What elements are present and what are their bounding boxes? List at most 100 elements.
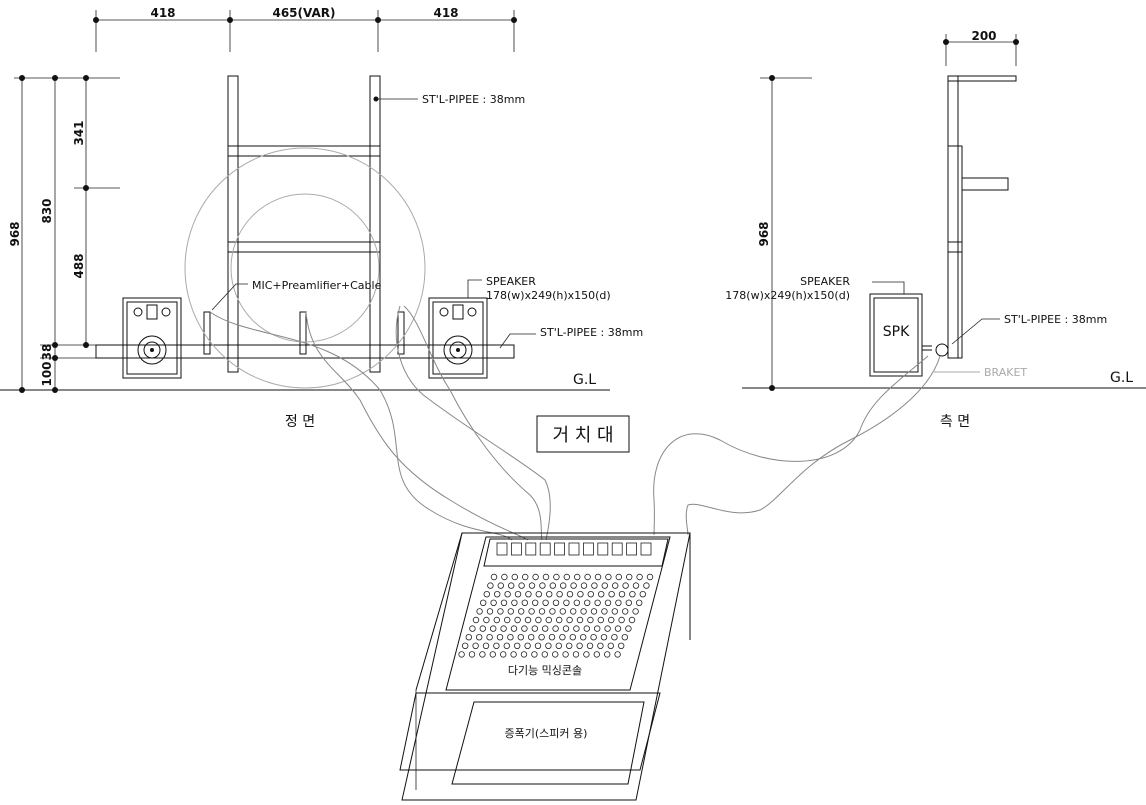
- mixer-knob: [618, 591, 626, 598]
- mixer-knob: [479, 625, 486, 632]
- side-middle-arm: [961, 177, 1009, 191]
- leader-speaker: [467, 279, 482, 298]
- mixer-knob: [601, 608, 608, 615]
- mixer-knob: [625, 625, 632, 632]
- crossbar-top: [227, 145, 381, 157]
- mixer-knob: [594, 625, 601, 632]
- mixer-knob: [560, 582, 567, 589]
- mixer-knob: [535, 591, 542, 598]
- mixer-knob: [614, 651, 621, 658]
- mixer-knob: [584, 599, 591, 606]
- mixer-knob: [522, 573, 529, 581]
- mixer-knob: [597, 642, 604, 649]
- mixer-knob: [625, 599, 632, 606]
- side-speaker-size: 178(w)x249(h)x150(d): [725, 289, 850, 302]
- mixer-knob: [618, 642, 625, 649]
- mixer-knob: [562, 625, 570, 632]
- mixer-knob: [500, 625, 507, 632]
- mixer-knob: [497, 608, 504, 615]
- dim-node: [375, 17, 381, 23]
- mixer-knob: [503, 642, 510, 649]
- mixer-knob: [605, 573, 612, 581]
- mixer-knob: [504, 616, 511, 624]
- dim-341: 341: [72, 120, 86, 145]
- mixer-knob: [476, 608, 483, 615]
- mixer-knob: [590, 634, 597, 641]
- mixer-knob: [587, 616, 594, 624]
- mixer-knob: [636, 573, 643, 581]
- mixer-knob: [494, 591, 501, 598]
- mixer-knob: [532, 573, 539, 581]
- dim-node: [52, 342, 58, 348]
- mixer-knob: [534, 642, 542, 649]
- mixer-knob: [628, 616, 636, 624]
- dim-node: [52, 75, 58, 81]
- cable-coil-inner: [230, 193, 380, 343]
- mixer-knob: [591, 582, 598, 589]
- mixer-knob: [639, 591, 646, 598]
- cable-coil: [184, 147, 426, 389]
- left-post: [227, 75, 239, 373]
- mixer-knob: [524, 616, 532, 624]
- mixer-knob: [636, 599, 643, 606]
- dim-front-left: 418: [150, 6, 175, 20]
- mixer-knob: [615, 573, 622, 581]
- mixer-fader-strip: [483, 538, 669, 567]
- mixer-knob: [580, 634, 587, 641]
- mixer-knob: [520, 651, 528, 658]
- front-pipe-label-bottom: ST'L-PIPEE : 38mm: [540, 326, 643, 339]
- mixer-knob: [597, 616, 604, 624]
- mixer-knob: [476, 634, 483, 641]
- mixer-knob: [545, 642, 552, 649]
- mixer-knob: [532, 599, 539, 606]
- mixer-knob: [611, 634, 618, 641]
- mixer-knob: [542, 573, 550, 581]
- mixer-knob: [552, 599, 560, 606]
- dim-488: 488: [72, 253, 86, 278]
- mixer-knob: [483, 591, 490, 598]
- mixer-knob: [517, 634, 524, 641]
- mixer-knob: [500, 651, 507, 658]
- mic-holder: [203, 311, 211, 355]
- mixer-knob: [497, 582, 504, 589]
- mixer-knob: [555, 642, 562, 649]
- front-speaker-right: [428, 297, 488, 379]
- mixer-knob: [612, 582, 619, 589]
- mixer-knob: [480, 599, 487, 606]
- mixer-knob: [510, 651, 517, 658]
- mixer-knob: [538, 608, 546, 615]
- mixer-knob: [514, 616, 521, 624]
- console-assembly: 다기능 믹싱콘솔 증폭기(스피커 용): [399, 532, 691, 801]
- mixer-slot: [611, 542, 623, 556]
- mixer-knob: [622, 608, 629, 615]
- mixer-knob: [586, 642, 594, 649]
- side-caption: 측 면: [940, 414, 970, 430]
- mixer-knob: [483, 616, 490, 624]
- mixer-knob: [510, 625, 518, 632]
- mixer-knob: [493, 642, 500, 649]
- mixer-knob: [604, 625, 611, 632]
- mixer-knob: [570, 582, 577, 589]
- front-speaker-size: 178(w)x249(h)x150(d): [486, 289, 611, 302]
- mixer-knob: [490, 573, 498, 581]
- mixer-knob: [577, 591, 584, 598]
- mixer-knob: [528, 608, 535, 615]
- mixer-knob: [531, 651, 538, 658]
- side-view: 200 968 G.L SPK SPEAKER 178(w)x249(h)x15…: [725, 29, 1146, 430]
- leader-mic: [211, 283, 248, 311]
- mixer-knob: [570, 608, 577, 615]
- mixer-knob: [489, 651, 496, 658]
- mixer-knob: [556, 616, 563, 624]
- console-outer-frame: [401, 532, 691, 801]
- mixer-knob: [590, 608, 598, 615]
- crossbar-middle: [227, 241, 381, 253]
- mixer-knob: [458, 651, 465, 658]
- mixer-knob: [608, 616, 615, 624]
- mixer-slot: [554, 542, 565, 556]
- mixer-knob: [611, 608, 618, 615]
- mixer-knob: [622, 582, 629, 589]
- dim-node: [83, 75, 89, 81]
- mixer-knob: [486, 608, 494, 615]
- amp-shelf: [399, 692, 661, 771]
- mixer-knob: [566, 616, 573, 624]
